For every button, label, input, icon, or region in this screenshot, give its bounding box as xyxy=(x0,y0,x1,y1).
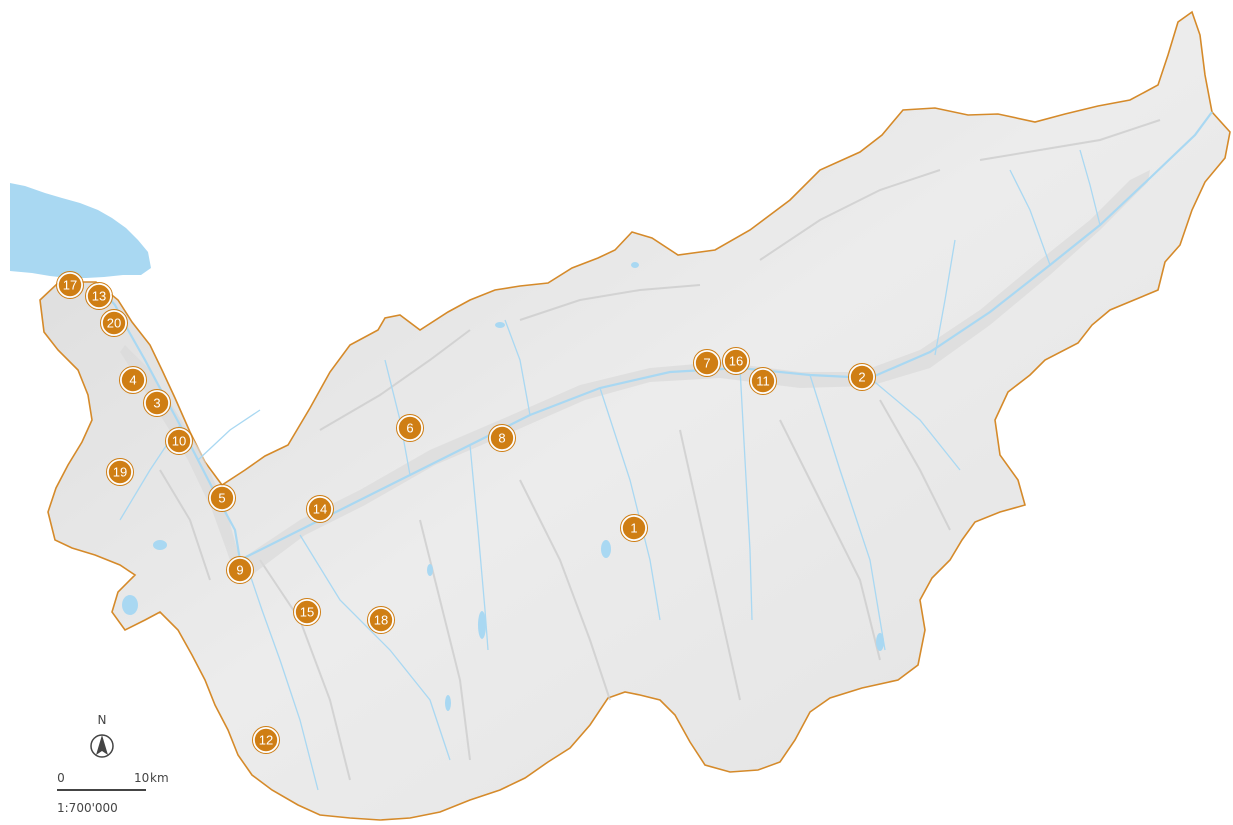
scale-end-value: 10 xyxy=(134,771,149,785)
marker-outer-ring xyxy=(620,514,648,542)
marker-circle xyxy=(227,557,253,583)
marker-outer-ring xyxy=(226,556,254,584)
scale-start-label: 0 xyxy=(57,771,65,785)
marker-label: 11 xyxy=(756,374,770,389)
marker-circle xyxy=(750,368,776,394)
marker-5[interactable]: 5 xyxy=(208,484,236,512)
marker-outer-ring xyxy=(100,309,128,337)
marker-outer-ring xyxy=(306,495,334,523)
marker-outer-ring xyxy=(252,726,280,754)
lake-geneva xyxy=(10,183,151,278)
marker-label: 9 xyxy=(236,563,243,578)
marker-circle xyxy=(101,310,127,336)
marker-outer-ring xyxy=(848,363,876,391)
marker-outer-ring xyxy=(119,366,147,394)
marker-outer-ring xyxy=(293,598,321,626)
marker-8[interactable]: 8 xyxy=(488,424,516,452)
marker-18[interactable]: 18 xyxy=(367,606,395,634)
marker-10[interactable]: 10 xyxy=(165,427,193,455)
north-label: N xyxy=(98,713,107,727)
marker-circle xyxy=(107,459,133,485)
marker-label: 18 xyxy=(374,613,388,628)
marker-outer-ring xyxy=(367,606,395,634)
marker-circle xyxy=(209,485,235,511)
marker-2[interactable]: 2 xyxy=(848,363,876,391)
marker-label: 6 xyxy=(406,421,413,436)
marker-label: 4 xyxy=(129,373,136,388)
marker-label: 20 xyxy=(107,316,121,331)
marker-14[interactable]: 14 xyxy=(306,495,334,523)
marker-outer-ring xyxy=(749,367,777,395)
marker-label: 17 xyxy=(63,278,77,293)
marker-outer-ring xyxy=(85,282,113,310)
marker-outer-ring xyxy=(396,414,424,442)
marker-outer-ring xyxy=(693,349,721,377)
marker-outer-ring xyxy=(56,271,84,299)
terrain-relief xyxy=(159,119,1161,781)
marker-15[interactable]: 15 xyxy=(293,598,321,626)
marker-label: 5 xyxy=(218,491,225,506)
marker-11[interactable]: 11 xyxy=(749,367,777,395)
marker-4[interactable]: 4 xyxy=(119,366,147,394)
marker-outer-ring xyxy=(143,389,171,417)
rhone-valley xyxy=(120,170,1150,580)
scale-bar: 0 10 km 1:700'000 xyxy=(57,771,169,815)
marker-20[interactable]: 20 xyxy=(100,309,128,337)
scale-end-unit: km xyxy=(150,771,169,785)
marker-19[interactable]: 19 xyxy=(106,458,134,486)
marker-circle xyxy=(849,364,875,390)
canton-territory xyxy=(39,10,1231,821)
marker-circle xyxy=(294,599,320,625)
marker-circle xyxy=(397,415,423,441)
marker-16[interactable]: 16 xyxy=(722,347,750,375)
marker-3[interactable]: 3 xyxy=(143,389,171,417)
north-arrow: N xyxy=(90,713,114,758)
marker-circle xyxy=(307,496,333,522)
marker-circle xyxy=(723,348,749,374)
marker-label: 13 xyxy=(92,289,106,304)
marker-circle xyxy=(86,283,112,309)
marker-label: 14 xyxy=(313,502,327,517)
compass-icon xyxy=(90,734,114,758)
marker-label: 8 xyxy=(498,431,505,446)
mountain-lakes xyxy=(122,262,884,711)
scale-ratio: 1:700'000 xyxy=(57,801,118,815)
marker-circle xyxy=(57,272,83,298)
marker-7[interactable]: 7 xyxy=(693,349,721,377)
marker-circle xyxy=(694,350,720,376)
marker-label: 12 xyxy=(259,733,273,748)
marker-label: 15 xyxy=(300,605,314,620)
marker-label: 10 xyxy=(172,434,186,449)
marker-outer-ring xyxy=(208,484,236,512)
marker-6[interactable]: 6 xyxy=(396,414,424,442)
marker-circle xyxy=(253,727,279,753)
marker-outer-ring xyxy=(106,458,134,486)
marker-label: 16 xyxy=(729,354,743,369)
marker-label: 3 xyxy=(153,396,160,411)
marker-outer-ring xyxy=(722,347,750,375)
marker-circle xyxy=(166,428,192,454)
marker-9[interactable]: 9 xyxy=(226,556,254,584)
marker-label: 7 xyxy=(703,356,710,371)
marker-label: 2 xyxy=(858,370,865,385)
marker-circle xyxy=(621,515,647,541)
marker-1[interactable]: 1 xyxy=(620,514,648,542)
marker-outer-ring xyxy=(165,427,193,455)
marker-circle xyxy=(144,390,170,416)
rhone-river xyxy=(94,111,1213,562)
marker-circle xyxy=(368,607,394,633)
marker-12[interactable]: 12 xyxy=(252,726,280,754)
marker-label: 19 xyxy=(113,465,127,480)
marker-13[interactable]: 13 xyxy=(85,282,113,310)
marker-label: 1 xyxy=(630,521,637,536)
marker-17[interactable]: 17 xyxy=(56,271,84,299)
marker-outer-ring xyxy=(488,424,516,452)
marker-circle xyxy=(120,367,146,393)
marker-circle xyxy=(489,425,515,451)
